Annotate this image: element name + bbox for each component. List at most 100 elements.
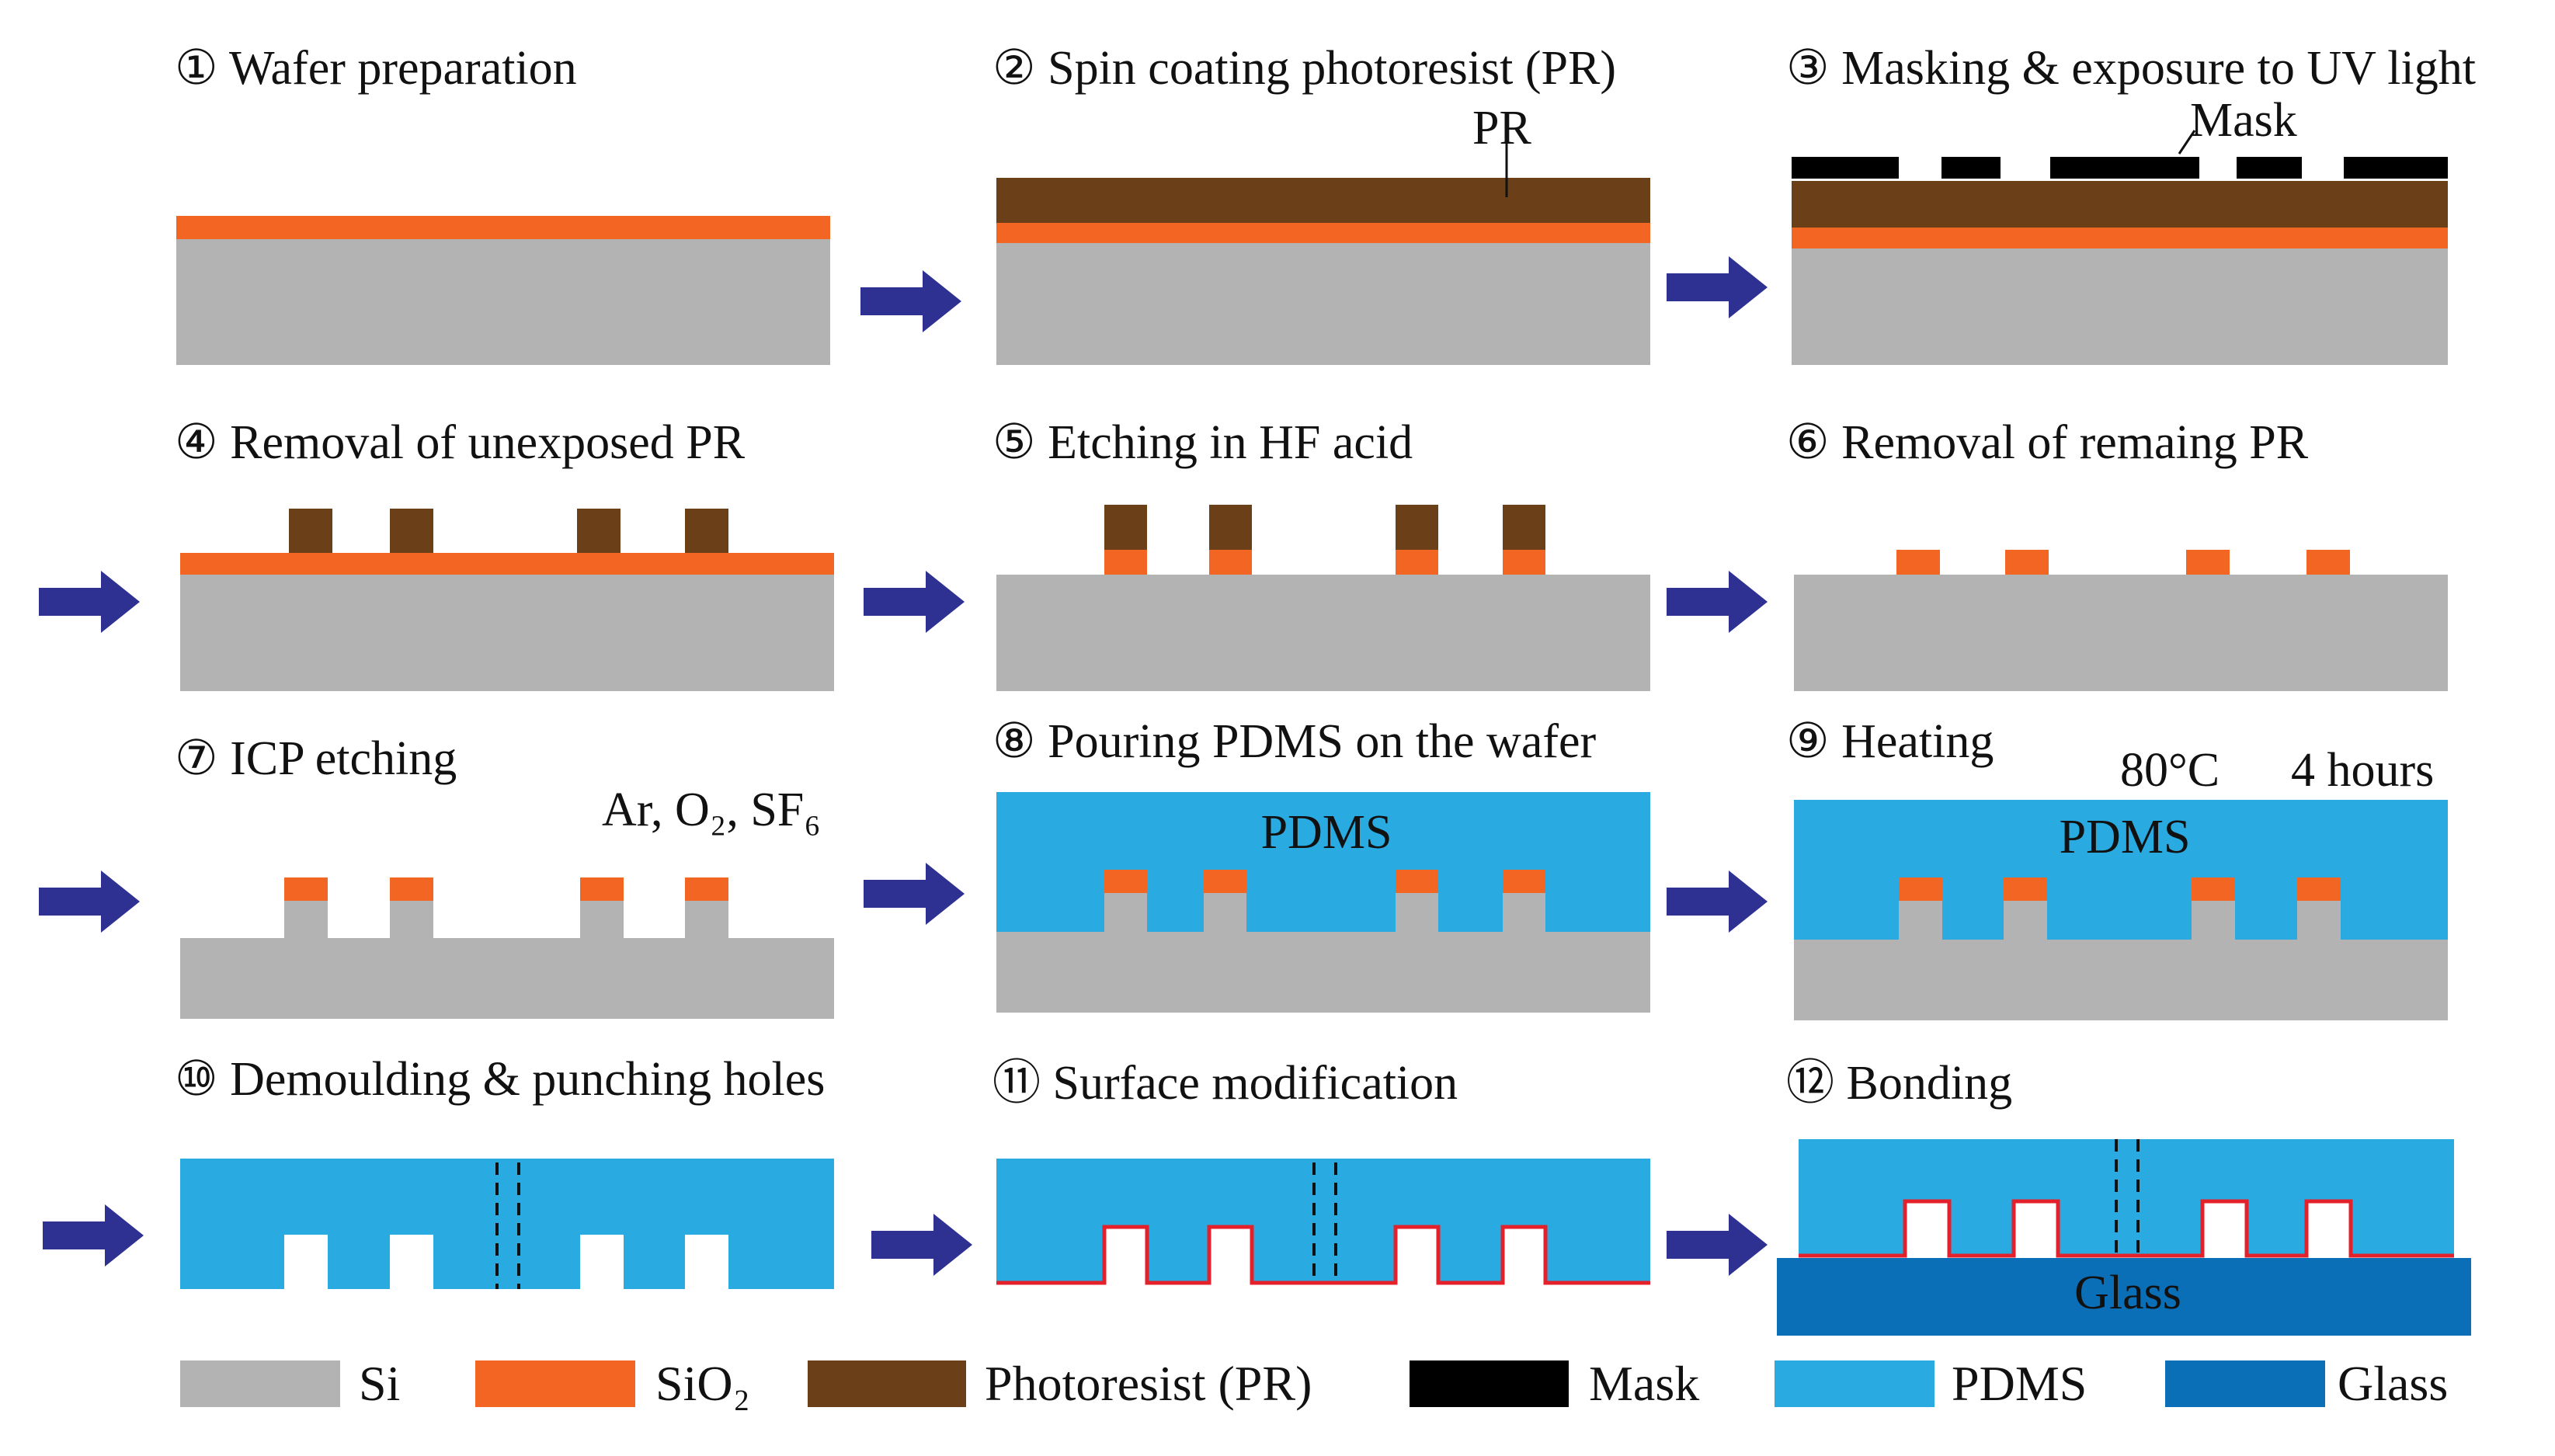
- legend-swatch-pdms: [1775, 1360, 1934, 1407]
- pdms-label: PDMS: [1261, 806, 1392, 859]
- pr-pillar: [1209, 505, 1252, 550]
- arrow-2-to-3: [1667, 256, 1768, 318]
- step-2-title: ② Spin coating photoresist (PR): [992, 42, 1616, 95]
- process-arrows: [39, 256, 1768, 1276]
- si-pillar: [1396, 893, 1438, 932]
- sio2-pad: [2192, 877, 2235, 901]
- glass-slide: [1777, 1258, 2471, 1336]
- legend-swatch-mask: [1410, 1360, 1569, 1407]
- sio2-layer: [180, 553, 834, 575]
- step-6-diagram: [1794, 550, 2448, 691]
- si-substrate: [1794, 575, 2448, 691]
- si-pillar: [685, 901, 728, 938]
- si-substrate: [996, 243, 1650, 365]
- sio2-pad: [284, 877, 328, 901]
- arrow-11-to-12: [1667, 1214, 1768, 1276]
- step-12-title: ⑫ Bonding: [1786, 1057, 2012, 1110]
- sio2-pad: [1503, 870, 1545, 893]
- step-4-title: ④ Removal of unexposed PR: [175, 416, 746, 469]
- si-substrate: [180, 575, 834, 691]
- mask-segment: [1941, 157, 2001, 179]
- si-pillar: [2192, 901, 2235, 940]
- modified-surface: [996, 1225, 1650, 1285]
- pr-pillar: [1104, 505, 1147, 550]
- step-5-title: ⑤ Etching in HF acid: [992, 416, 1413, 469]
- step-4-diagram: [180, 509, 834, 691]
- sio2-pad: [685, 877, 728, 901]
- sio2-pad: [580, 877, 624, 901]
- sio2-pad: [1204, 870, 1246, 893]
- arrow-6-to-7: [39, 870, 140, 933]
- legend-label-glass: Glass: [2338, 1356, 2448, 1411]
- si-pillar: [390, 901, 433, 938]
- pr-pillar: [685, 509, 728, 553]
- sio2-pad: [2297, 877, 2341, 901]
- sio2-pad: [1503, 550, 1545, 575]
- si-pillar: [1899, 901, 1942, 940]
- mask-label: Mask: [2190, 94, 2297, 147]
- sio2-pad: [1396, 550, 1438, 575]
- legend-label-pdms: PDMS: [1952, 1356, 2087, 1411]
- pr-pillar: [289, 509, 332, 553]
- sio2-pad: [1896, 550, 1940, 575]
- arrow-3-to-4: [39, 571, 140, 633]
- sio2-pad: [2186, 550, 2230, 575]
- arrow-7-to-8: [864, 863, 965, 925]
- mask-leader-line: [2178, 130, 2196, 155]
- pdms-label: PDMS: [2060, 811, 2191, 864]
- si-substrate: [996, 575, 1650, 691]
- step-1-title: ① Wafer preparation: [175, 42, 577, 95]
- si-substrate: [180, 938, 834, 1019]
- temperature-label: 80°C: [2120, 744, 2220, 797]
- modified-surface: [1799, 1199, 2454, 1258]
- photoresist-layer: [996, 178, 1650, 223]
- legend-label-photoresist: Photoresist (PR): [985, 1356, 1312, 1411]
- step-11-diagram: [996, 1159, 1650, 1285]
- legend-swatch-photoresist: [808, 1360, 966, 1407]
- mask-segment: [2344, 157, 2448, 179]
- pdms-mold: [996, 1159, 1650, 1283]
- pdms-mold: [180, 1159, 834, 1289]
- step-7-diagram: Ar, O₂, SF₆: [180, 784, 834, 1019]
- si-pillar: [1204, 893, 1246, 932]
- step-titles: ① Wafer preparation ② Spin coating photo…: [175, 42, 2476, 1110]
- sio2-layer: [1792, 228, 2448, 248]
- step-3-title: ③ Masking & exposure to UV light: [1786, 42, 2476, 95]
- arrow-4-to-5: [864, 571, 965, 633]
- pr-pillar: [577, 509, 620, 553]
- si-pillar: [580, 901, 624, 938]
- si-pillar: [2004, 901, 2047, 940]
- pr-pillar: [390, 509, 433, 553]
- arrow-1-to-2: [860, 270, 961, 332]
- step-11-title: ⑪ Surface modification: [992, 1057, 1458, 1110]
- step-10-diagram: [180, 1159, 834, 1289]
- legend-swatch-glass: [2165, 1360, 2325, 1407]
- step-6-title: ⑥ Removal of remaing PR: [1786, 416, 2309, 469]
- sio2-pad: [2306, 550, 2350, 575]
- legend-swatch-sio2: [475, 1360, 635, 1407]
- sio2-layer: [176, 216, 830, 239]
- step-10-title: ⑩ Demoulding & punching holes: [175, 1053, 825, 1106]
- arrow-5-to-6: [1667, 571, 1768, 633]
- duration-label: 4 hours: [2291, 744, 2434, 797]
- si-substrate: [996, 932, 1650, 1013]
- si-pillar: [1503, 893, 1545, 932]
- si-substrate: [1794, 940, 2448, 1020]
- legend-label-si: Si: [359, 1356, 400, 1411]
- step-5-diagram: [996, 505, 1650, 691]
- mask-segment: [2050, 157, 2199, 179]
- arrow-9-to-10: [43, 1204, 144, 1267]
- step-8-diagram: PDMS: [996, 792, 1650, 1013]
- si-pillar: [1104, 893, 1147, 932]
- pr-pillar: [1396, 505, 1438, 550]
- arrow-8-to-9: [1667, 870, 1768, 933]
- glass-label: Glass: [2074, 1267, 2181, 1319]
- si-pillar: [2297, 901, 2341, 940]
- sio2-pad: [1396, 870, 1438, 893]
- legend-label-sio2: SiO₂: [655, 1356, 750, 1411]
- step-12-diagram: Glass: [1777, 1139, 2471, 1336]
- step-9-title: ⑨ Heating: [1786, 715, 1994, 768]
- pr-pillar: [1503, 505, 1545, 550]
- sio2-layer: [996, 223, 1650, 243]
- legend-swatch-si: [180, 1360, 340, 1407]
